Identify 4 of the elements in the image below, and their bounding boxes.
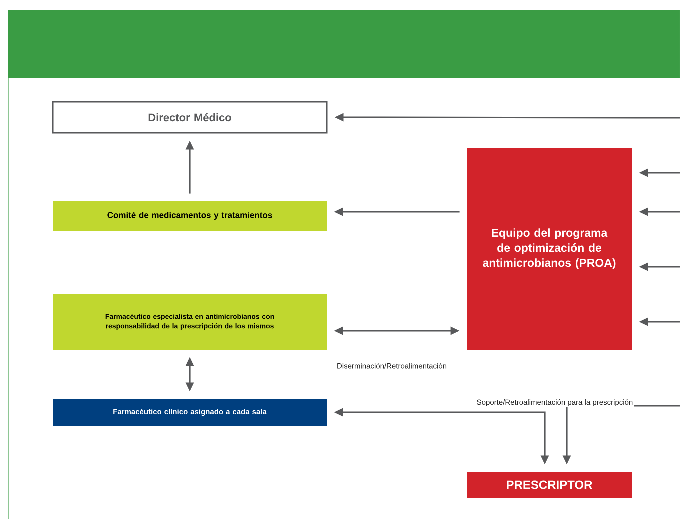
process-box: Comité de medicamentos y tratamientos: [53, 201, 327, 231]
team-box: PRESCRIPTOR: [467, 472, 632, 498]
team-box: Equipo del programa de optimización de antimicrobianos (PROA): [467, 148, 632, 350]
title-box: Director Médico: [52, 101, 328, 134]
